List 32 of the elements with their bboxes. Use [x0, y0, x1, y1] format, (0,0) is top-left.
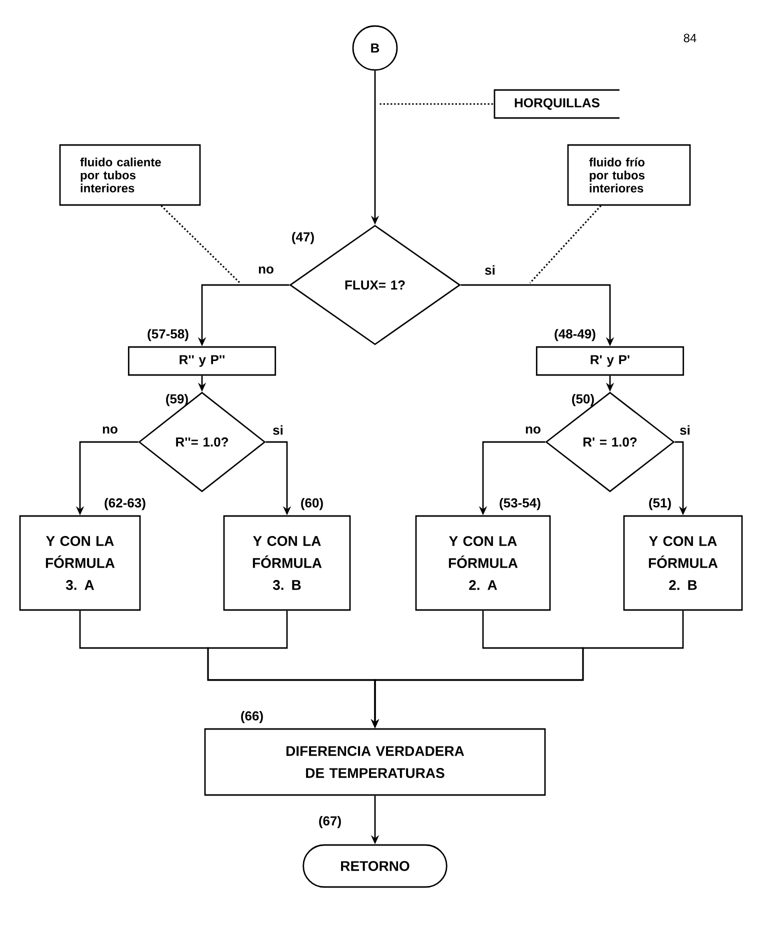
note-box: fluido caliente por tubos interiores	[59, 144, 201, 206]
process-box: Y CON LA FÓRMULA 3. A	[19, 515, 141, 611]
step-number: (47)	[292, 232, 314, 244]
process-box: Y CON LA FÓRMULA 2. B	[623, 515, 743, 611]
step-number: (48-49)	[554, 328, 596, 342]
process-box: R' y P'	[536, 346, 684, 376]
annotation-box: HORQUILLAS	[494, 89, 620, 119]
step-number: (50)	[572, 394, 594, 406]
note-box: fluido frío por tubos interiores	[567, 144, 691, 206]
edge-label: si	[484, 264, 496, 276]
terminal-box: RETORNO	[302, 844, 448, 888]
edge-label: si	[272, 424, 284, 436]
step-number: (51)	[649, 498, 671, 510]
process-box: DIFERENCIA VERDADERA DE TEMPERATURAS	[204, 728, 546, 796]
leader-line	[378, 103, 493, 105]
step-number: (60)	[301, 498, 323, 510]
leader-line	[160, 205, 241, 284]
step-number: (66)	[241, 710, 263, 724]
step-number: (62-63)	[104, 498, 146, 510]
step-number: (59)	[166, 394, 188, 406]
leader-line	[529, 205, 602, 284]
edge-label: no	[101, 425, 119, 435]
step-number: (67)	[319, 816, 341, 828]
process-box: Y CON LA FÓRMULA 3. B	[223, 515, 351, 611]
edge-label: si	[678, 424, 692, 436]
page-number: 84	[684, 34, 696, 42]
edge-label: no	[524, 425, 542, 435]
process-box: R'' y P''	[128, 346, 276, 376]
step-number: (57-58)	[148, 328, 188, 342]
process-box: Y CON LA FÓRMULA 2. A	[415, 515, 551, 611]
step-number: (53-54)	[500, 498, 540, 510]
edge-label: no	[257, 265, 275, 275]
